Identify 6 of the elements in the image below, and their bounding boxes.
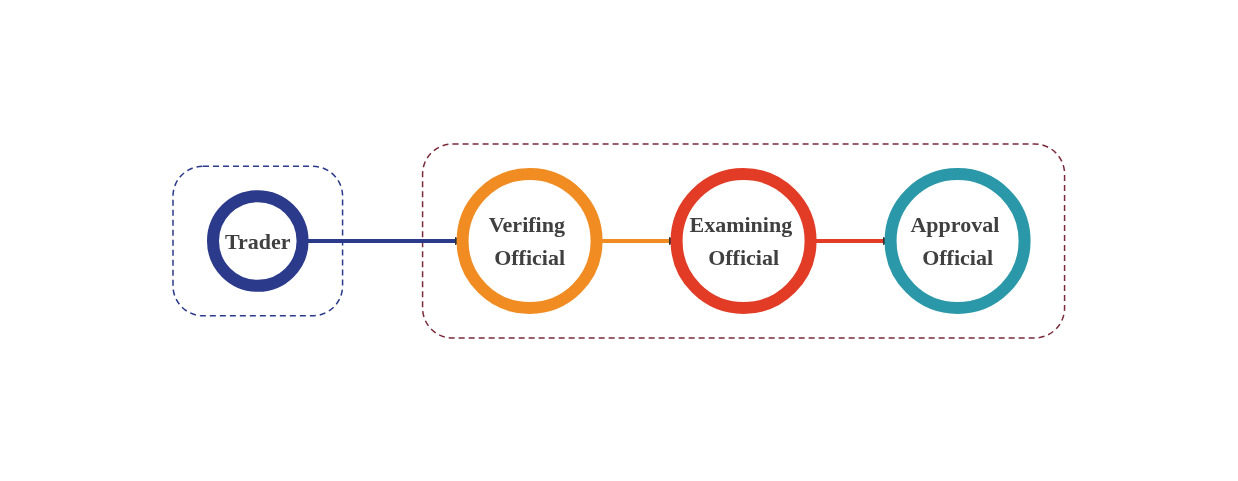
node-circle: Verifing Official <box>456 167 603 314</box>
node-circle: Approval Official <box>884 167 1031 314</box>
cluster <box>172 164 344 317</box>
cluster <box>422 142 1066 339</box>
node-circle: Examining Official <box>670 167 817 314</box>
node-circle: Trader <box>207 189 309 292</box>
